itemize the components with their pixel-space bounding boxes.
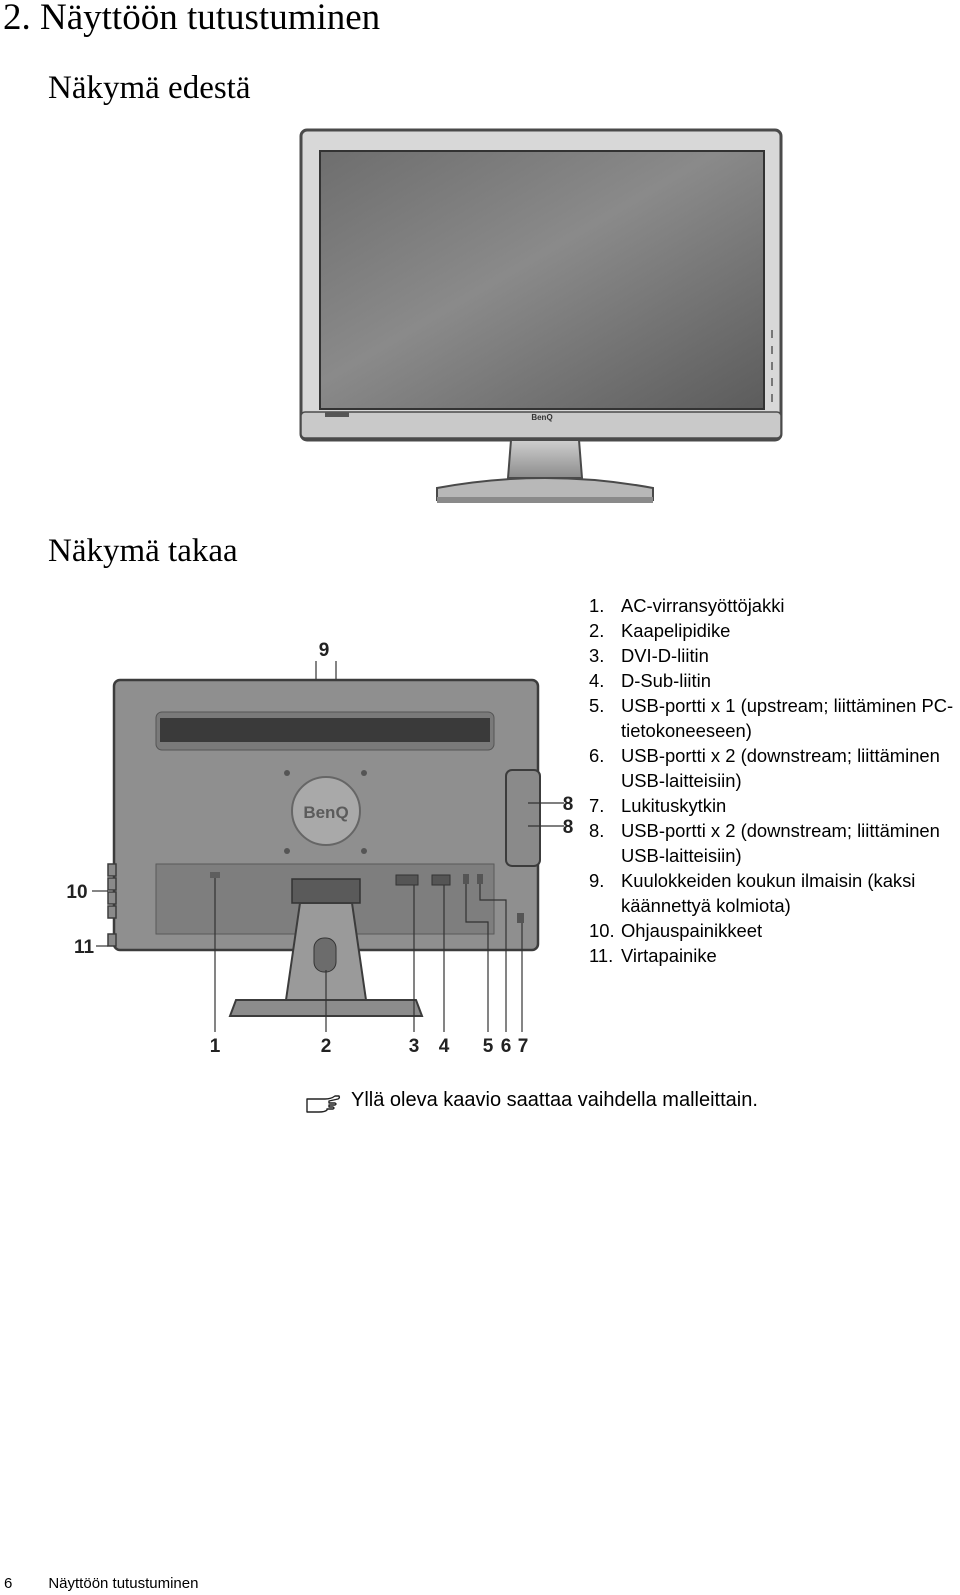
legend-item: 4. D-Sub-liitin — [589, 668, 959, 693]
note-text: Yllä oleva kaavio saattaa vaihdella mall… — [351, 1089, 758, 1111]
legend-text: DVI-D-liitin — [621, 645, 709, 666]
callout-8-upper: 8 — [563, 794, 574, 815]
legend-number: 8. — [589, 820, 605, 841]
callout-11: 11 — [74, 937, 95, 958]
legend-item: 7. Lukituskytkin — [589, 793, 959, 818]
callout-5: 5 — [483, 1036, 494, 1057]
page-number: 6 — [4, 1575, 13, 1592]
legend-text: D-Sub-liitin — [621, 670, 711, 691]
legend-text: AC-virransyöttöjakki — [621, 595, 785, 616]
legend-text: Ohjauspainikkeet — [621, 920, 763, 941]
callout-9: 9 — [319, 640, 330, 661]
legend-item: 5. USB-portti x 1 (upstream; liittäminen … — [589, 693, 959, 743]
rear-vent-grille — [160, 718, 490, 742]
cable-holder — [313, 937, 337, 973]
legend-number: 9. — [589, 870, 605, 891]
legend-text: USB-portti x 2 (downstream; liittäminen … — [621, 745, 940, 791]
pointing-hand-icon — [306, 1095, 341, 1113]
legend-number: 3. — [589, 645, 605, 666]
legend-number: 4. — [589, 670, 605, 691]
legend-number: 11. — [589, 945, 614, 966]
usb-downstream-port — [477, 874, 483, 884]
legend-text: Lukituskytkin — [621, 795, 727, 816]
front-stand-base — [436, 477, 654, 501]
callout-2: 2 — [321, 1036, 332, 1057]
running-title: Näyttöön tutustuminen — [48, 1575, 199, 1592]
legend-number: 7. — [589, 795, 605, 816]
control-buttons — [107, 863, 117, 919]
front-stand-neck — [506, 439, 584, 479]
component-legend: 1. AC-virransyöttöjakki 2. Kaapelipidike 3… — [589, 593, 959, 968]
callout-8-lower: 8 — [563, 817, 574, 838]
callout-10: 10 — [66, 882, 87, 903]
legend-number: 5. — [589, 695, 605, 716]
monitor-front-illustration: BenQ — [299, 128, 783, 503]
legend-item: 2. Kaapelipidike — [589, 618, 959, 643]
ac-power-jack — [210, 872, 220, 878]
legend-text: Virtapainike — [621, 945, 717, 966]
legend-text: Kaapelipidike — [621, 620, 731, 641]
legend-item: 8. USB-portti x 2 (downstream; liittämine… — [589, 818, 959, 868]
callout-4: 4 — [439, 1036, 450, 1057]
chapter-title: 2. Näyttöön tutustuminen — [3, 0, 381, 38]
legend-number: 1. — [589, 595, 605, 616]
legend-item: 11. Virtapainike — [589, 943, 959, 968]
legend-number: 2. — [589, 620, 605, 641]
front-brand-logo: BenQ — [531, 413, 552, 422]
usb-upstream-port — [463, 874, 469, 884]
legend-text: Kuulokkeiden koukun ilmaisin (kaksi kään… — [621, 870, 916, 916]
legend-number: 6. — [589, 745, 605, 766]
lock-switch — [517, 913, 524, 923]
legend-item: 3. DVI-D-liitin — [589, 643, 959, 668]
legend-text: USB-portti x 2 (downstream; liittäminen … — [621, 820, 940, 866]
front-screen — [319, 150, 765, 410]
legend-item: 6. USB-portti x 2 (downstream; liittämine… — [589, 743, 959, 793]
rear-brand-logo: BenQ — [303, 803, 348, 822]
side-usb-panel — [505, 769, 541, 867]
front-view-heading: Näkymä edestä — [48, 70, 251, 106]
legend-text: USB-portti x 1 (upstream; liittäminen PC… — [621, 695, 954, 741]
monitor-rear-illustration: 9 BenQ — [66, 640, 574, 1057]
legend-item: 10. Ohjauspainikkeet — [589, 918, 959, 943]
dvi-port — [395, 874, 419, 886]
callout-7: 7 — [518, 1036, 529, 1057]
rear-logo-disc — [291, 776, 361, 846]
dsub-port — [431, 874, 451, 886]
power-button — [107, 933, 117, 947]
legend-item: 9. Kuulokkeiden koukun ilmaisin (kaksi kä… — [589, 868, 959, 918]
rear-view-heading: Näkymä takaa — [48, 533, 238, 569]
legend-item: 1. AC-virransyöttöjakki — [589, 593, 959, 618]
callout-1: 1 — [210, 1036, 221, 1057]
callout-3: 3 — [409, 1036, 420, 1057]
legend-number: 10. — [589, 920, 615, 941]
callout-6: 6 — [501, 1036, 512, 1057]
page-footer: 6 Näyttöön tutustuminen — [4, 1575, 198, 1592]
